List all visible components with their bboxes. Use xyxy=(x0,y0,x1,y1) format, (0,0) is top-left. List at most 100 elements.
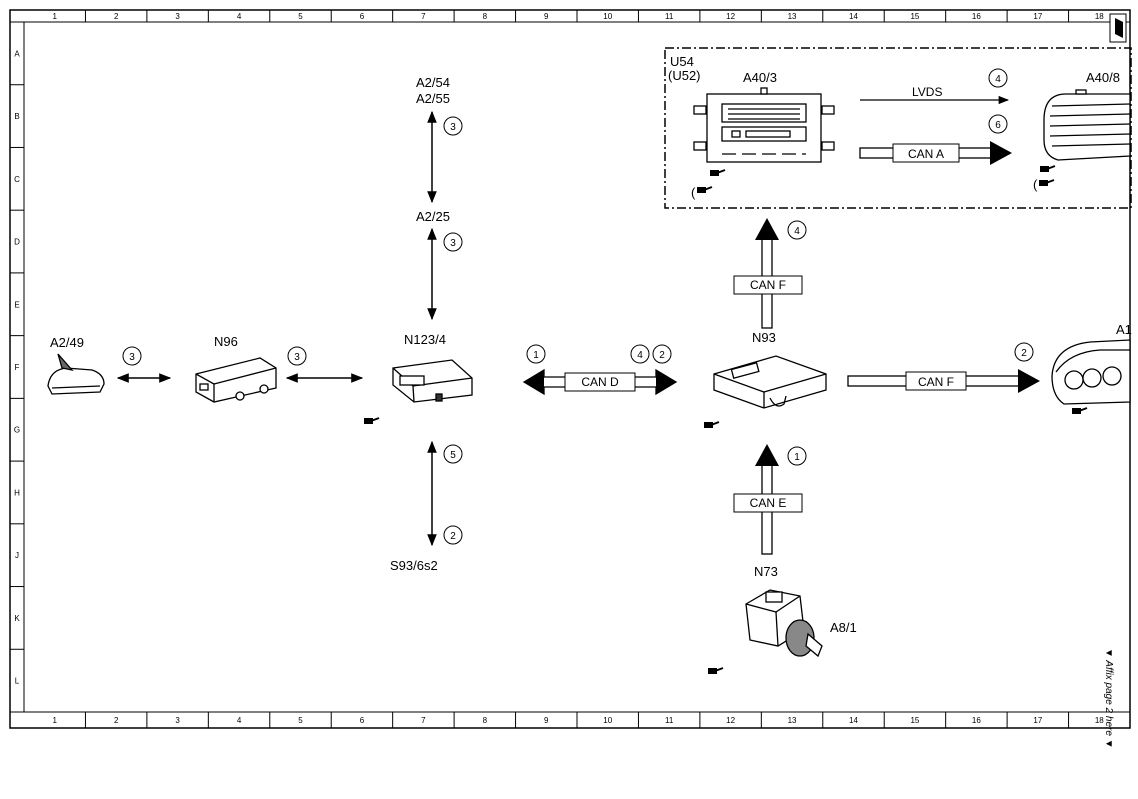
marker-circle: 1 xyxy=(787,446,807,466)
marker-number: 2 xyxy=(450,531,456,542)
grid-column-label: 12 xyxy=(726,716,735,725)
reference-icon xyxy=(697,186,713,193)
grid-row-label: K xyxy=(14,614,20,623)
label-n93: N93 xyxy=(752,330,776,345)
marker-number: 6 xyxy=(995,120,1001,131)
grid-column-ticks xyxy=(84,10,1070,728)
marker-number: 5 xyxy=(450,450,456,461)
reference-icon xyxy=(704,421,720,428)
marker-circle: 4 xyxy=(630,344,650,364)
grid-row-label: A xyxy=(14,49,20,58)
marker-number: 2 xyxy=(1021,348,1027,359)
u54-group-box xyxy=(664,47,1132,209)
group-sublabel: (U52) xyxy=(668,68,701,83)
grid-row-label: E xyxy=(14,300,19,309)
grid-column-label: 9 xyxy=(544,716,549,725)
grid-column-label: 7 xyxy=(421,12,426,21)
can-f-right-bus: CAN F xyxy=(847,369,1040,393)
can-e-label: CAN E xyxy=(750,496,787,510)
marker-circle: 1 xyxy=(526,344,546,364)
marker-number: 1 xyxy=(533,350,539,361)
grid-column-label: 18 xyxy=(1095,716,1104,725)
grid-row-label: L xyxy=(15,677,20,686)
label-a2-54: A2/54 xyxy=(416,75,450,90)
reference-icon xyxy=(364,417,380,424)
marker-circle: 5 xyxy=(443,444,463,464)
can-f-up-label: CAN F xyxy=(750,278,786,292)
reference-icon xyxy=(1072,407,1088,414)
grid-column-label: 17 xyxy=(1033,12,1042,21)
marker-number: 4 xyxy=(995,74,1001,85)
grid-column-label: 18 xyxy=(1095,12,1104,21)
grid-column-label: 15 xyxy=(910,716,919,725)
grid-column-label: 16 xyxy=(972,12,981,21)
marker-number: 3 xyxy=(294,352,300,363)
grid-column-label: 1 xyxy=(52,12,57,21)
grid-column-label: 3 xyxy=(175,12,180,21)
a2-49-antenna-image xyxy=(47,353,105,395)
n123-4-module-image xyxy=(392,359,473,403)
label-a1: A1 xyxy=(1116,322,1132,337)
marker-circle: 6 xyxy=(988,114,1008,134)
grid-column-label: 14 xyxy=(849,716,858,725)
marker-circle: 3 xyxy=(443,116,463,136)
label-a2-55: A2/55 xyxy=(416,91,450,106)
marker-number: 3 xyxy=(450,238,456,249)
can-f-right-label: CAN F xyxy=(918,375,954,389)
marker-number: 3 xyxy=(129,352,135,363)
grid-column-label: 11 xyxy=(665,12,674,21)
grid-column-label: 4 xyxy=(237,716,242,725)
can-f-up-bus: CAN F xyxy=(733,218,803,329)
a1-instrument-cluster-image xyxy=(1051,339,1131,405)
grid-column-label: 5 xyxy=(298,12,303,21)
label-n96: N96 xyxy=(214,334,238,349)
grid-row-label: J xyxy=(15,551,19,560)
grid-row-label: H xyxy=(14,488,20,497)
can-a-bus: CAN A xyxy=(859,141,1012,165)
grid-column-label: 17 xyxy=(1033,716,1042,725)
grid-column-label: 9 xyxy=(544,12,549,21)
can-d-bus: CAN D xyxy=(522,368,678,396)
grid-row-label: C xyxy=(14,175,20,184)
affix-note: ▼ Affix page 2 here ▼ xyxy=(1103,648,1114,749)
can-d-label: CAN D xyxy=(581,375,619,389)
grid-column-label: 6 xyxy=(360,716,365,725)
grid-row-label: B xyxy=(14,112,19,121)
grid-column-label: 12 xyxy=(726,12,735,21)
a8-1-ignition-switch-image xyxy=(745,589,823,658)
marker-number: 4 xyxy=(794,226,800,237)
label-n123-4: N123/4 xyxy=(404,332,446,347)
grid-column-label: 2 xyxy=(114,12,119,21)
corner-mark xyxy=(1109,13,1127,43)
label-s93-6s2: S93/6s2 xyxy=(390,558,438,573)
grid-column-label: 8 xyxy=(483,716,488,725)
can-a-label: CAN A xyxy=(908,147,944,161)
marker-circle: 2 xyxy=(1014,342,1034,362)
grid-column-label: 13 xyxy=(788,716,797,725)
grid-column-label: 5 xyxy=(298,716,303,725)
a40-8-display-image xyxy=(1043,89,1131,161)
label-a2-25: A2/25 xyxy=(416,209,450,224)
label-a40-3: A40/3 xyxy=(743,70,777,85)
grid-row-labels: A B C D E F G H J K L xyxy=(14,49,20,685)
group-label: U54 xyxy=(670,54,694,69)
paren-mark: ( xyxy=(1033,177,1038,192)
grid-row-label: F xyxy=(15,363,20,372)
grid-column-label: 11 xyxy=(665,716,674,725)
marker-number: 4 xyxy=(637,350,643,361)
can-e-bus: CAN E xyxy=(733,444,803,555)
grid-column-label: 10 xyxy=(603,716,612,725)
grid-column-label: 1 xyxy=(52,716,57,725)
marker-circle: 4 xyxy=(787,220,807,240)
n93-module-image xyxy=(713,355,827,409)
grid-row-label: G xyxy=(14,426,20,435)
reference-icon xyxy=(708,667,724,674)
grid-row-label: D xyxy=(14,238,20,247)
drawing-frame xyxy=(9,9,1131,729)
a40-3-unit-image xyxy=(693,87,835,163)
lvds-label: LVDS xyxy=(912,85,942,99)
reference-icon xyxy=(1040,165,1056,172)
marker-circle: 2 xyxy=(443,525,463,545)
